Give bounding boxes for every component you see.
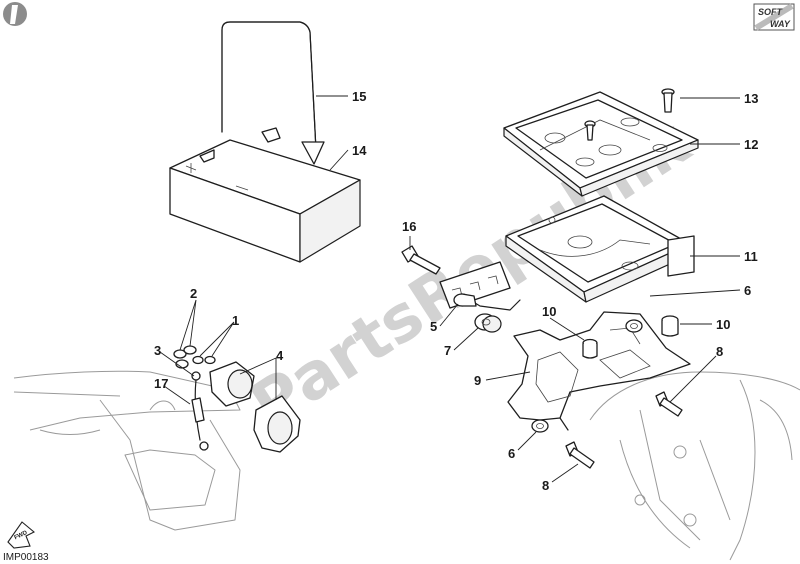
logo-line2: WAY <box>770 19 791 29</box>
washers-part-1-2 <box>173 345 216 369</box>
callout-16: 16 <box>402 219 416 234</box>
callout-8b: 8 <box>542 478 549 493</box>
bracket-part-9 <box>507 311 691 431</box>
callout-2: 2 <box>190 286 197 301</box>
callout-7: 7 <box>444 343 451 358</box>
reference-code: IMP00183 <box>3 552 49 563</box>
standoff-part-10b <box>661 315 679 337</box>
softway-logo: SOFT WAY <box>753 3 795 31</box>
bolt-part-8a <box>655 391 683 417</box>
motorcycle-frame-outline <box>13 370 800 561</box>
callout-17: 17 <box>154 376 168 391</box>
grommet-part-5 <box>453 293 477 307</box>
battery-part <box>169 127 361 263</box>
bolt-part-8b <box>565 441 595 469</box>
nut-part-6b <box>531 419 549 433</box>
relay-part-4 <box>209 361 301 453</box>
callout-11: 11 <box>744 249 758 264</box>
fwd-label: FWD <box>14 530 30 541</box>
battery-strap-part <box>221 21 325 165</box>
bolt-part-16 <box>401 245 441 275</box>
callout-14: 14 <box>352 143 367 158</box>
screw-part-13 <box>661 88 675 113</box>
callout-10b: 10 <box>716 317 730 332</box>
callout-3: 3 <box>154 343 161 358</box>
brand-disc-icon <box>3 2 27 26</box>
callout-15: 15 <box>352 89 366 104</box>
battery-tray-lower-part <box>505 195 695 303</box>
callout-6b: 6 <box>508 446 515 461</box>
callout-4: 4 <box>276 348 284 363</box>
callout-12: 12 <box>744 137 758 152</box>
callout-9: 9 <box>474 373 481 388</box>
spacer-part-7 <box>474 313 502 333</box>
logo-line1: SOFT <box>758 7 784 17</box>
standoff-part-10a <box>582 338 598 359</box>
callout-10a: 10 <box>542 304 556 319</box>
fwd-arrow-icon: FWD <box>7 521 35 549</box>
callout-6a: 6 <box>744 283 751 298</box>
callout-5: 5 <box>430 319 437 334</box>
leader-lines <box>159 95 741 483</box>
ground-cable-part-17 <box>191 371 209 451</box>
callout-1: 1 <box>232 313 239 328</box>
callout-13: 13 <box>744 91 758 106</box>
nut-part-6a <box>625 319 643 333</box>
battery-tray-upper-part <box>503 91 699 197</box>
screw-upper-tray <box>584 120 596 141</box>
callout-labels: 15 14 13 12 11 6 10 16 5 7 9 10 6 8 8 2 … <box>154 89 758 493</box>
callout-8a: 8 <box>716 344 723 359</box>
